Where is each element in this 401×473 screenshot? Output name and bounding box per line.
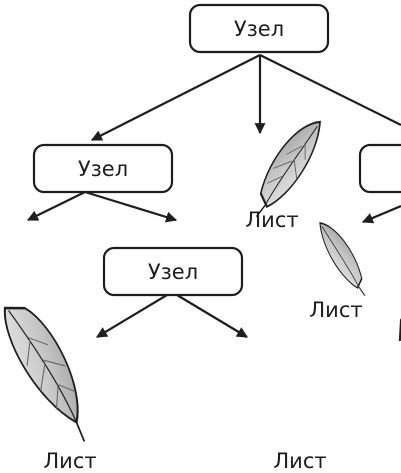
edge-middle-leafleft [96, 291, 173, 338]
leaf-bottom-right: Лист [273, 234, 401, 473]
leaf-bottom-left: Лист [3, 306, 97, 473]
node-root-label: Узел [234, 17, 284, 41]
node-left-box [32, 143, 174, 194]
leaf-right-small: Лист [309, 222, 366, 322]
leaf-bottom-right-label: Лист [273, 449, 326, 473]
edge-root-left [91, 54, 261, 141]
node-left-label: Узел [78, 157, 128, 181]
leaf-bottom-left-label: Лист [43, 449, 96, 473]
leaf-icon [319, 222, 366, 297]
leaf-top-center: Лист [245, 120, 321, 232]
node-right-partial-box [358, 143, 401, 194]
node-left: Узел [32, 143, 174, 194]
leaf-icon [398, 234, 401, 342]
edge-left-openleft [27, 191, 86, 221]
edge-left-openright [84, 190, 178, 223]
leaf-icon [255, 120, 321, 218]
node-middle-box [102, 246, 244, 297]
leaf-right-small-label: Лист [309, 298, 362, 322]
leaf-icon [3, 306, 86, 442]
edge-root-right [259, 54, 401, 126]
node-middle: Узел [102, 246, 244, 297]
node-right-partial [358, 143, 401, 194]
edge-right-leaf [361, 204, 401, 224]
node-middle-label: Узел [148, 260, 198, 284]
edge-middle-leafright [171, 291, 248, 338]
node-root-box [188, 3, 330, 54]
edges [27, 54, 401, 338]
node-root: Узел [188, 3, 330, 54]
leaf-top-center-label: Лист [245, 208, 298, 232]
